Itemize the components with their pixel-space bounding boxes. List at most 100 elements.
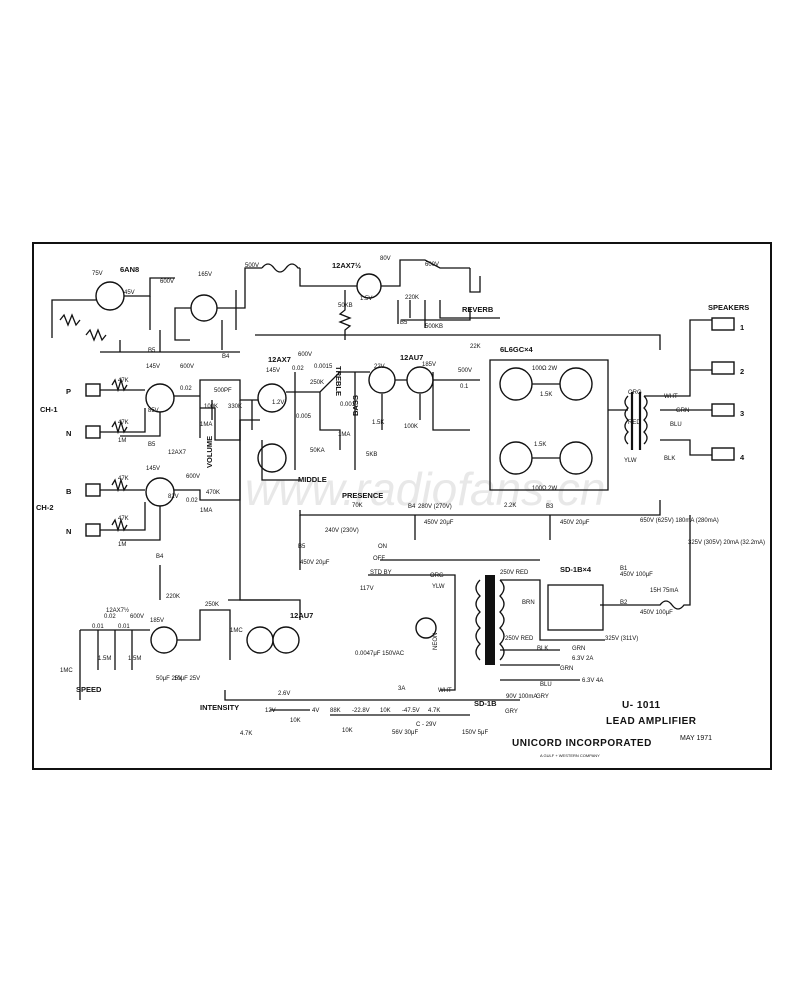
- label-0-1-pi: 0.1: [460, 384, 469, 390]
- title-block: U- 1011 LEAD AMPLIFIER MAY 1971 UNICORD …: [512, 700, 712, 758]
- tube-12ax7-v2b: [145, 477, 175, 507]
- label-speaker-3: 3: [740, 409, 744, 418]
- label-4-7k-a: 4.7K: [240, 731, 252, 737]
- tube-6l6gc-1: [499, 367, 533, 401]
- label-grn-ot: GRN: [676, 408, 689, 414]
- label-150v-5uf: 150V 5μF: [462, 730, 488, 736]
- speaker-jack-3[interactable]: [711, 403, 735, 417]
- label-gry-pt-2: GRY: [505, 709, 518, 715]
- label-on[interactable]: ON: [378, 544, 387, 550]
- label-1ma-tone: 1MA: [338, 432, 350, 438]
- jack-ch2-b[interactable]: [85, 483, 101, 497]
- label-blk-ot: BLK: [664, 456, 675, 462]
- tube-6an8-a: [95, 281, 125, 311]
- label-470k: 470K: [206, 490, 220, 496]
- label-treble: TREBLE: [334, 366, 343, 396]
- bridge-rectifier: [547, 584, 604, 631]
- tube-12ax7-half-reverb: [356, 273, 382, 299]
- label-ch1: CH-1: [40, 405, 58, 414]
- label-6l6gc-x4: 6L6GC×4: [500, 345, 534, 354]
- label-presence: PRESENCE: [342, 491, 383, 500]
- label-ch2-n: N: [66, 527, 71, 536]
- label-100-2w-a: 100Ω 2W: [532, 366, 558, 372]
- label-145v-ch1: 145V: [146, 364, 160, 370]
- ch1-section: CH-1 P N 47K 47K 1M 145V 600V 0.02 500PF…: [40, 364, 260, 468]
- label-600v-trem: 600V: [130, 614, 144, 620]
- title-model: U- 1011: [622, 700, 661, 711]
- label-grn-pt-2: GRN: [560, 666, 573, 672]
- label-4-7k-b: 4.7K: [428, 708, 440, 714]
- jack-ch2-n[interactable]: [85, 523, 101, 537]
- tube-12ax7-v3b: [257, 443, 287, 473]
- label-ylw-pt: YLW: [432, 584, 445, 590]
- label-blk-pt: BLK: [537, 646, 548, 652]
- jack-ch1-p[interactable]: [85, 383, 101, 397]
- label-off[interactable]: OFF: [373, 556, 385, 562]
- label-185v-trem: 185V: [150, 618, 164, 624]
- label-b5-ch1: B5: [148, 442, 156, 448]
- label-b2-rail: B2: [620, 600, 628, 606]
- label-red-ot: RED: [628, 420, 641, 426]
- label-185v: 185V: [422, 362, 436, 368]
- reverb-section: 6AN8 12AX7½ REVERB 75V 45V 165V 600V 500…: [51, 256, 500, 360]
- label-330k-ch1: 330K: [228, 404, 242, 410]
- label-bias-22-8: -22.8V: [352, 708, 370, 714]
- label-47k-ch1b: 47K: [118, 420, 129, 426]
- label-70k: 70K: [352, 503, 363, 509]
- label-cap1: 450V 20μF: [424, 520, 454, 526]
- speaker-jack-1[interactable]: [711, 317, 735, 331]
- label-1-5m-b: 1.5M: [128, 656, 141, 662]
- label-ch1-n: N: [66, 429, 71, 438]
- label-50ka: 50KA: [310, 448, 325, 454]
- power-transformer-core: [485, 575, 495, 665]
- label-85v: 85V: [148, 408, 159, 414]
- label-250k-trem: 250K: [205, 602, 219, 608]
- label-b4-top: B4: [222, 354, 230, 360]
- speakers-section: SPEAKERS 1 2 3 4: [708, 303, 749, 462]
- label-speakers: SPEAKERS: [708, 303, 749, 312]
- speaker-jack-4[interactable]: [711, 447, 735, 461]
- label-speaker-4: 4: [740, 453, 745, 462]
- label-47k-ch1a: 47K: [118, 378, 129, 384]
- label-10k-c: 10K: [342, 728, 353, 734]
- label-bplus2: 325V (305V) 20mA (32.2mA): [688, 540, 765, 546]
- label-220k: 220K: [405, 295, 419, 301]
- label-82v: 82V: [168, 494, 179, 500]
- tube-12au7-v4b: [406, 366, 434, 394]
- label-45v: 45V: [124, 290, 135, 296]
- label-47k-ch2b: 47K: [118, 516, 129, 522]
- tube-6l6gc-3: [499, 441, 533, 475]
- title-date: MAY 1971: [680, 735, 712, 742]
- tube-6an8-b: [190, 294, 218, 322]
- label-1-5k-b: 1.5K: [534, 442, 546, 448]
- label-0-005: 0.005: [296, 414, 312, 420]
- label-cap2: 450V 20μF: [560, 520, 590, 526]
- label-0-0015: 0.0015: [314, 364, 333, 370]
- speaker-jack-2[interactable]: [711, 361, 735, 375]
- watermark: www.radiofans.cn: [245, 463, 606, 515]
- label-bplus1: 650V (625V) 180mA (280mA): [640, 518, 719, 524]
- label-ch2-b: B: [66, 487, 72, 496]
- label-std-by[interactable]: STD BY: [370, 570, 392, 576]
- label-volume: VOLUME: [205, 436, 214, 468]
- label-wht-ot: WHT: [664, 394, 678, 400]
- label-600v-ch1: 600V: [180, 364, 194, 370]
- jack-ch1-n[interactable]: [85, 425, 101, 439]
- label-1-5m-a: 1.5M: [98, 656, 111, 662]
- label-600v-ch2: 600V: [186, 474, 200, 480]
- label-1m-ch2: 1M: [118, 542, 126, 548]
- label-speaker-2: 2: [740, 367, 744, 376]
- label-fuse: 3A: [398, 686, 405, 692]
- label-75v: 75V: [92, 271, 103, 277]
- label-145v-ch2: 145V: [146, 466, 160, 472]
- label-middle: MIDDLE: [298, 475, 327, 484]
- label-2-6v: 2.6V: [278, 691, 290, 697]
- label-brn-pt: BRN: [522, 600, 535, 606]
- label-b3-rail: B3: [546, 504, 554, 510]
- label-heater-4a: 6.3V 4A: [582, 678, 603, 684]
- neon-lamp: [415, 617, 437, 639]
- tremolo-section: 12AX7½ 12AU7 SPEED INTENSITY 0.02 600V 0…: [60, 565, 520, 737]
- tone-driver-section: 12AX7 12AU7 MIDDLE BASS TREBLE PRESENCE …: [251, 334, 661, 516]
- label-600v-a: 600V: [160, 279, 174, 285]
